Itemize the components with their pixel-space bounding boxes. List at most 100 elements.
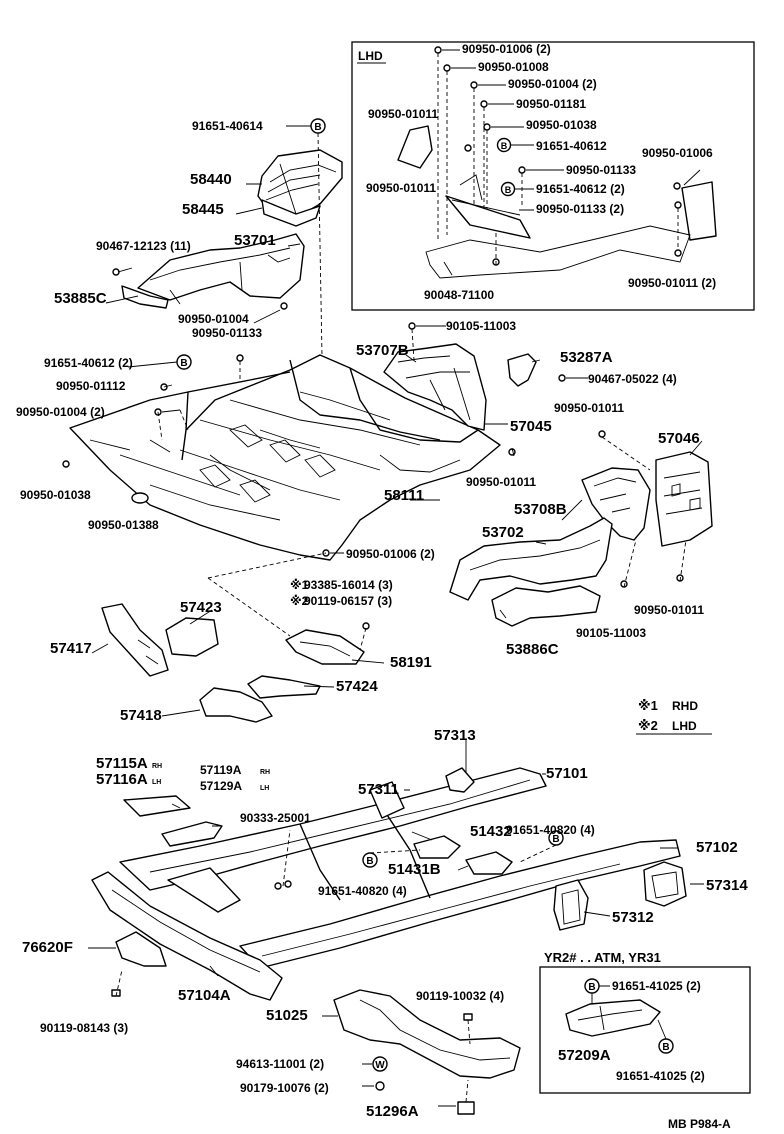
lower-labels: 57313 57101 57115A RH 57116A LH 57119A R… [22, 727, 748, 1120]
bracket-76620F [115, 931, 167, 967]
bracket-53287A [507, 353, 537, 387]
part-label: 90950-01181 [516, 97, 586, 111]
part-label: 57312 [612, 909, 654, 926]
crossmember-57104A [91, 871, 283, 1001]
part-label: 57209A [558, 1047, 611, 1064]
part-label: 53708B [514, 501, 567, 518]
lhd-inset: LHD 90950-01006 (2) 90950-01008 90950-01… [351, 41, 755, 311]
legend-mark-2: ※2 [638, 718, 658, 733]
part-label: 90950-01038 [20, 488, 91, 502]
part-label: 57313 [434, 727, 476, 744]
part-label: 51431B [388, 861, 441, 878]
grommet-icon [131, 492, 149, 504]
side-tag-lh: LH [152, 779, 161, 786]
housing-53701 [137, 233, 305, 301]
washer-w-icon: W [372, 1056, 388, 1072]
part-label: 90950-01038 [526, 118, 597, 132]
frame-rail-57101 [119, 767, 547, 891]
svg-text:W: W [375, 1060, 385, 1071]
part-label: 90950-01006 (2) [462, 42, 551, 56]
yr-inset: YR2# . . ATM, YR31 B B 91651-41025 (2) 5… [539, 950, 751, 1094]
part-label: 53886C [506, 641, 559, 658]
part-label: 58440 [190, 171, 232, 188]
member-57417 [101, 603, 169, 677]
part-label: 90950-01011 [554, 401, 624, 415]
bracket-58191 [285, 629, 365, 665]
part-label: 90950-01006 (2) [346, 547, 435, 561]
part-label: 90467-12123 (11) [96, 239, 191, 253]
bracket-57209A [565, 999, 661, 1037]
part-label: 90119-08143 (3) [40, 1021, 128, 1035]
part-label: 51296A [366, 1103, 419, 1120]
bracket-57115A [123, 795, 191, 817]
bracket-icon [681, 181, 717, 241]
side-tag-rh: RH [152, 763, 162, 770]
part-label: 57424 [336, 678, 378, 695]
yr-inset-title: YR2# . . ATM, YR31 [544, 950, 661, 965]
part-label: 91651-40612 (2) [44, 356, 133, 370]
bolt-b-icon: B [548, 830, 564, 846]
label-57115A: 57115A RH [96, 755, 162, 772]
part-label: 53701 [234, 232, 276, 249]
member-51025 [333, 989, 521, 1079]
part-label: 57045 [510, 418, 552, 435]
part-label: 51025 [266, 1007, 308, 1024]
part-label: 90179-10076 (2) [240, 1081, 329, 1095]
part-label: 91651-40820 (4) [318, 884, 407, 898]
part-label: 90950-01004 (2) [16, 405, 105, 419]
label-57129A: 57129A LH [200, 779, 269, 793]
diagram-code: MB P984-A [668, 1117, 731, 1131]
part-label: 90467-05022 (4) [588, 372, 677, 386]
part-label: 90950-01006 [642, 146, 713, 160]
part-label: 90950-01133 [566, 163, 636, 177]
part-label: 57418 [120, 707, 162, 724]
part-label: 90105-11003 [576, 626, 646, 640]
svg-text:57119A: 57119A [200, 763, 242, 777]
part-label: 90950-01004 (2) [508, 77, 597, 91]
part-label: 53702 [482, 524, 524, 541]
part-label: 57417 [50, 640, 92, 657]
side-tag-lh: LH [260, 785, 269, 792]
bolt-b-icon: B [584, 978, 600, 994]
part-label: 90333-25001 [240, 811, 311, 825]
part-label: 58191 [390, 654, 432, 671]
lhd-inset-frame [351, 41, 755, 311]
part-label: 90950-01004 [178, 312, 249, 326]
svg-text:B: B [505, 185, 512, 195]
part-label: 57101 [546, 765, 588, 782]
bracket-icon [397, 125, 433, 169]
legend-text-1: RHD [672, 699, 698, 713]
part-label: 57423 [180, 599, 222, 616]
svg-text:B: B [552, 834, 559, 845]
part-label: 90119-10032 (4) [416, 989, 504, 1003]
bracket-57311 [369, 781, 405, 819]
panel-57046 [655, 451, 713, 547]
part-label: 90950-01008 [478, 60, 549, 74]
shield-53886C [491, 585, 601, 627]
svg-text:B: B [366, 856, 373, 867]
lower-frame-assembly: B B W [88, 740, 704, 1115]
bolt-b-icon: B [500, 181, 516, 197]
part-label: 57311 [358, 781, 399, 798]
crossmember-center [167, 867, 241, 913]
part-label: 53707B [356, 342, 409, 359]
svg-text:B: B [662, 1042, 669, 1053]
bolt-b-icon: B [658, 1038, 674, 1054]
part-label: 58111 [384, 487, 424, 504]
part-label: 90950-01011 [634, 603, 704, 617]
part-label: 93385-16014 (3) [304, 578, 393, 592]
panel-53707B [383, 343, 487, 431]
part-label: 90048-71100 [424, 288, 494, 302]
floor-pan-58111 [69, 354, 501, 561]
svg-text:57116A: 57116A [96, 771, 148, 788]
bracket-51432 [413, 835, 461, 859]
label-57119A: 57119A RH [200, 763, 270, 777]
bolt-b-icon: B [310, 118, 326, 134]
svg-text:B: B [501, 141, 508, 151]
part-label: 91651-40612 [536, 139, 607, 153]
part-label: 76620F [22, 939, 73, 956]
panel-53708B [581, 467, 651, 541]
bolt-icon [111, 880, 473, 1091]
part-label: 90950-01112 [56, 379, 126, 393]
